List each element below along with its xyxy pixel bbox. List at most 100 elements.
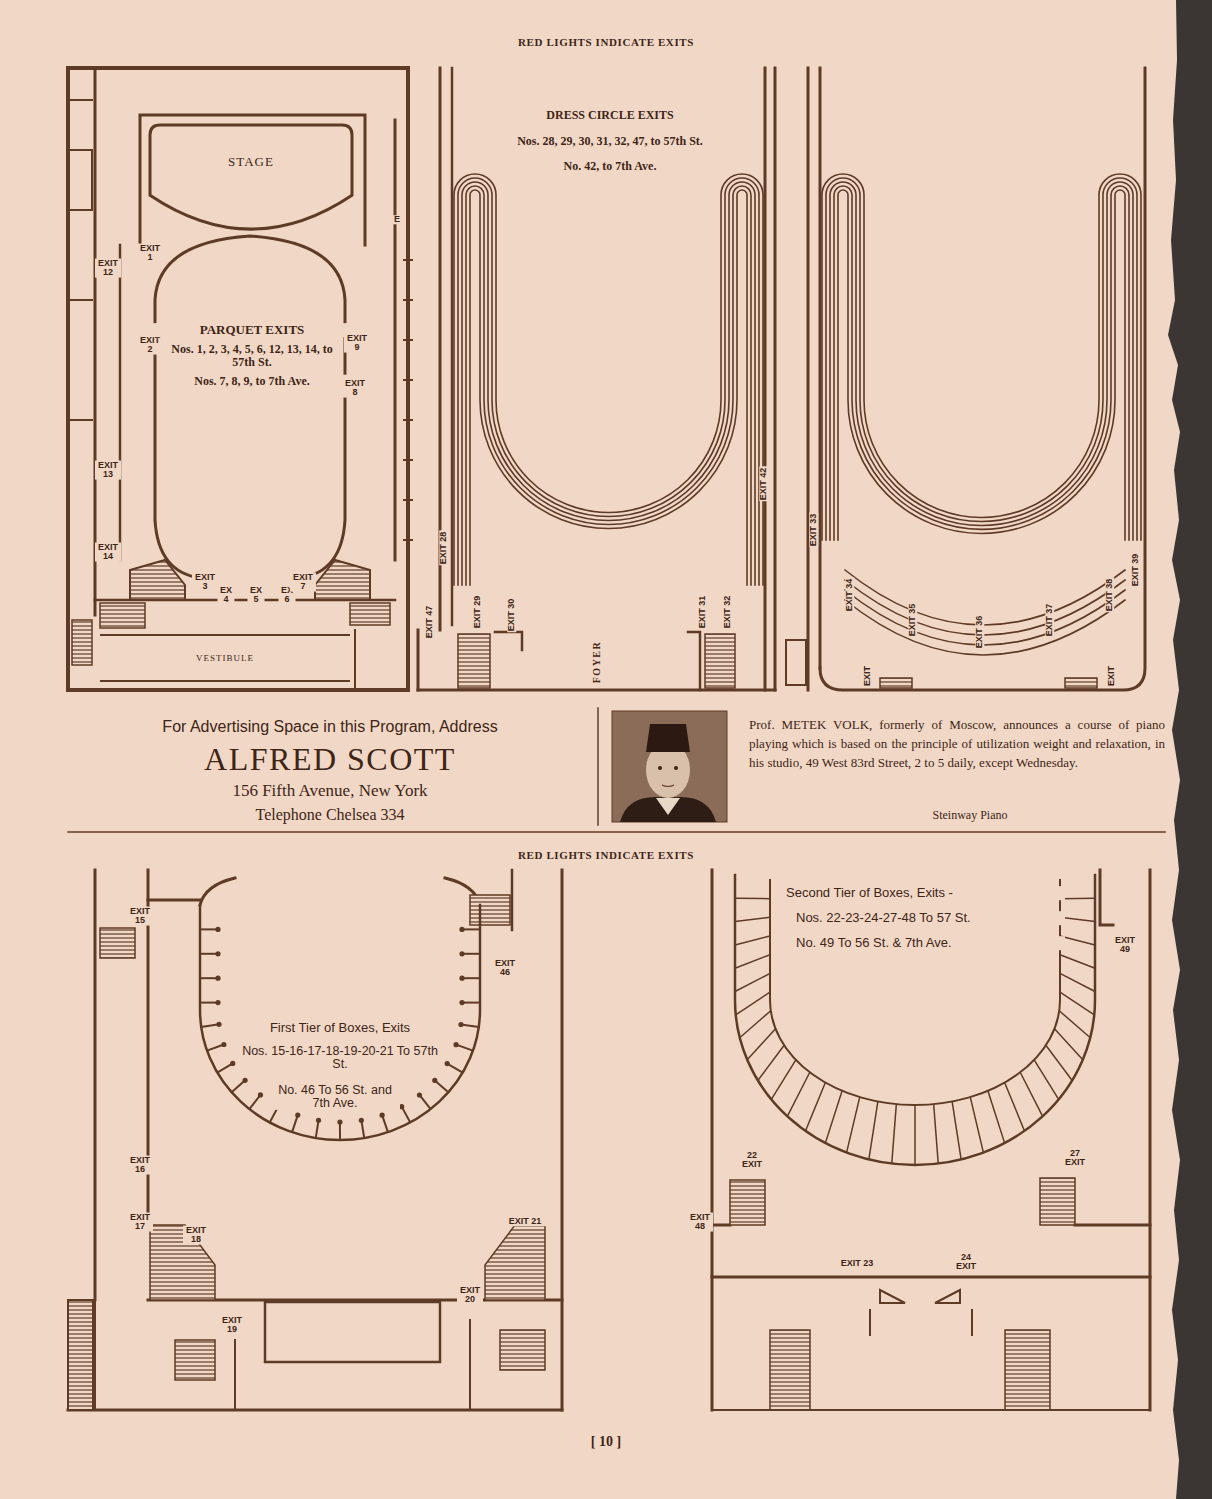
exit-label: EXIT 30: [507, 598, 516, 633]
exit-label: EXIT 35: [908, 603, 917, 638]
exit-label: EXIT 17: [127, 1213, 153, 1232]
portrait-photo: [612, 711, 727, 822]
box-partition: [200, 953, 218, 955]
area-name: STAGE: [228, 154, 274, 170]
box-partition: [462, 1002, 480, 1004]
box-partition: [1060, 898, 1095, 900]
box-partition: [419, 1095, 430, 1109]
exit-label: EX 5: [248, 586, 265, 605]
box-partition: [361, 1120, 364, 1138]
box-partition: [1060, 973, 1095, 991]
exit-list: Nos. 28, 29, 30, 31, 32, 47, to 57th St.: [515, 135, 705, 148]
box-partition: [735, 936, 770, 945]
exit-label: 22 EXIT: [739, 1151, 765, 1170]
box-seat-dot: [230, 1061, 235, 1066]
ad-text: For Advertising Space in this Program, A…: [70, 719, 590, 736]
exit-label: EXIT 36: [975, 615, 984, 650]
box-partition: [771, 1060, 796, 1100]
box-partition: [735, 898, 770, 900]
box-partition: [735, 973, 770, 991]
exit-list: First Tier of Boxes, Exits: [230, 1021, 450, 1035]
box-partition: [462, 928, 480, 930]
box-partition: [1060, 955, 1095, 968]
box-partition: [200, 1002, 218, 1004]
box-partition: [462, 977, 480, 979]
exit-list: Nos. 15-16-17-18-19-20-21 To 57th St.: [240, 1045, 440, 1071]
box-seat-dot: [417, 1092, 422, 1097]
vestibule-area: VESTIBULE: [100, 634, 350, 682]
box-seat-dot: [459, 976, 464, 981]
box-partition: [1034, 1060, 1059, 1100]
box-seat-dot: [359, 1118, 364, 1123]
exit-label: EXIT 48: [687, 1213, 713, 1232]
exit-label: EXIT 31: [698, 595, 707, 630]
box-partition: [758, 1045, 784, 1080]
box-seat-dot: [215, 927, 220, 932]
area-name: FOYER: [592, 640, 603, 685]
stage-outline: [150, 125, 352, 233]
exit-label: EXIT 37: [1045, 603, 1054, 638]
box-partition: [382, 1115, 388, 1132]
box-seat-dot: [337, 1119, 342, 1124]
box-partition: [232, 1080, 245, 1092]
exit-label: EXIT: [1107, 665, 1116, 687]
box-partitions: [200, 898, 1095, 1165]
box-seat-dot: [295, 1113, 300, 1118]
box-partition: [740, 1011, 771, 1038]
exit-list: No. 46 To 56 St. and 7th Ave.: [270, 1084, 400, 1110]
exit-label: EXIT 39: [1131, 553, 1140, 588]
box-partition: [1020, 1072, 1042, 1116]
paper-sheet: [0, 0, 1180, 1499]
box-partition: [200, 977, 218, 979]
box-partition: [461, 1025, 479, 1027]
box-partition: [456, 1045, 473, 1051]
box-seat-dot: [453, 1042, 458, 1047]
box-partition: [462, 953, 480, 955]
box-partition: [447, 1064, 463, 1073]
stage-outline: [150, 125, 352, 229]
exit-label: EXIT 38: [1105, 578, 1114, 613]
exit-list-title: PARQUET EXITS: [152, 323, 352, 337]
exit-label: EXIT 49: [1112, 936, 1138, 955]
box-partition: [847, 1097, 860, 1153]
ad-text: Prof. METEK VOLK, formerly of Moscow, an…: [748, 716, 1166, 773]
box-partition: [402, 1107, 411, 1123]
notice-heading: RED LIGHTS INDICATE EXITS: [386, 37, 826, 49]
exit-label: EXIT 14: [95, 543, 121, 562]
box-partition: [787, 1072, 809, 1116]
exit-list: No. 49 To 56 St. & 7th Ave.: [795, 936, 1065, 950]
box-partition: [1054, 1029, 1082, 1060]
exit-label: 24 EXIT: [953, 1253, 979, 1272]
box-seat-dot: [459, 927, 464, 932]
exit-label: EXIT 21: [499, 1217, 551, 1226]
box-partition: [914, 1105, 916, 1165]
box-partition: [339, 1122, 341, 1140]
box-seat-dot: [445, 1061, 450, 1066]
box-partition: [805, 1083, 825, 1131]
area-name: VESTIBULE: [196, 653, 254, 663]
exit-list: Nos. 22-23-24-27-48 To 57 St.: [795, 911, 1065, 925]
exit-label: EXIT 46: [492, 959, 518, 978]
exit-label: EXIT 34: [845, 578, 854, 613]
exit-label: EXIT 9: [344, 334, 370, 353]
box-seat-dot: [243, 1078, 248, 1083]
exit-label: EXIT 3: [192, 573, 218, 592]
box-partition: [1059, 1011, 1090, 1038]
box-seat-dot: [215, 951, 220, 956]
exit-label: 27 EXIT: [1062, 1149, 1088, 1168]
box-partition: [1060, 936, 1095, 945]
exit-label: EXIT 20: [457, 1286, 483, 1305]
box-seat-dot: [459, 951, 464, 956]
stage-area: STAGE: [150, 125, 352, 233]
box-partition: [747, 1029, 775, 1060]
box-partition: [1005, 1083, 1025, 1131]
box-partition: [825, 1091, 842, 1143]
exit-label: EXIT 8: [342, 379, 368, 398]
box-partition: [292, 1115, 298, 1132]
exit-label: EXIT 23: [827, 1259, 887, 1268]
box-partition: [892, 1104, 897, 1163]
exit-label: EXIT 42: [759, 467, 768, 502]
box-partition: [736, 992, 770, 1015]
exit-label: EXIT 29: [473, 595, 482, 630]
ad-text: Telephone Chelsea 334: [70, 807, 590, 824]
